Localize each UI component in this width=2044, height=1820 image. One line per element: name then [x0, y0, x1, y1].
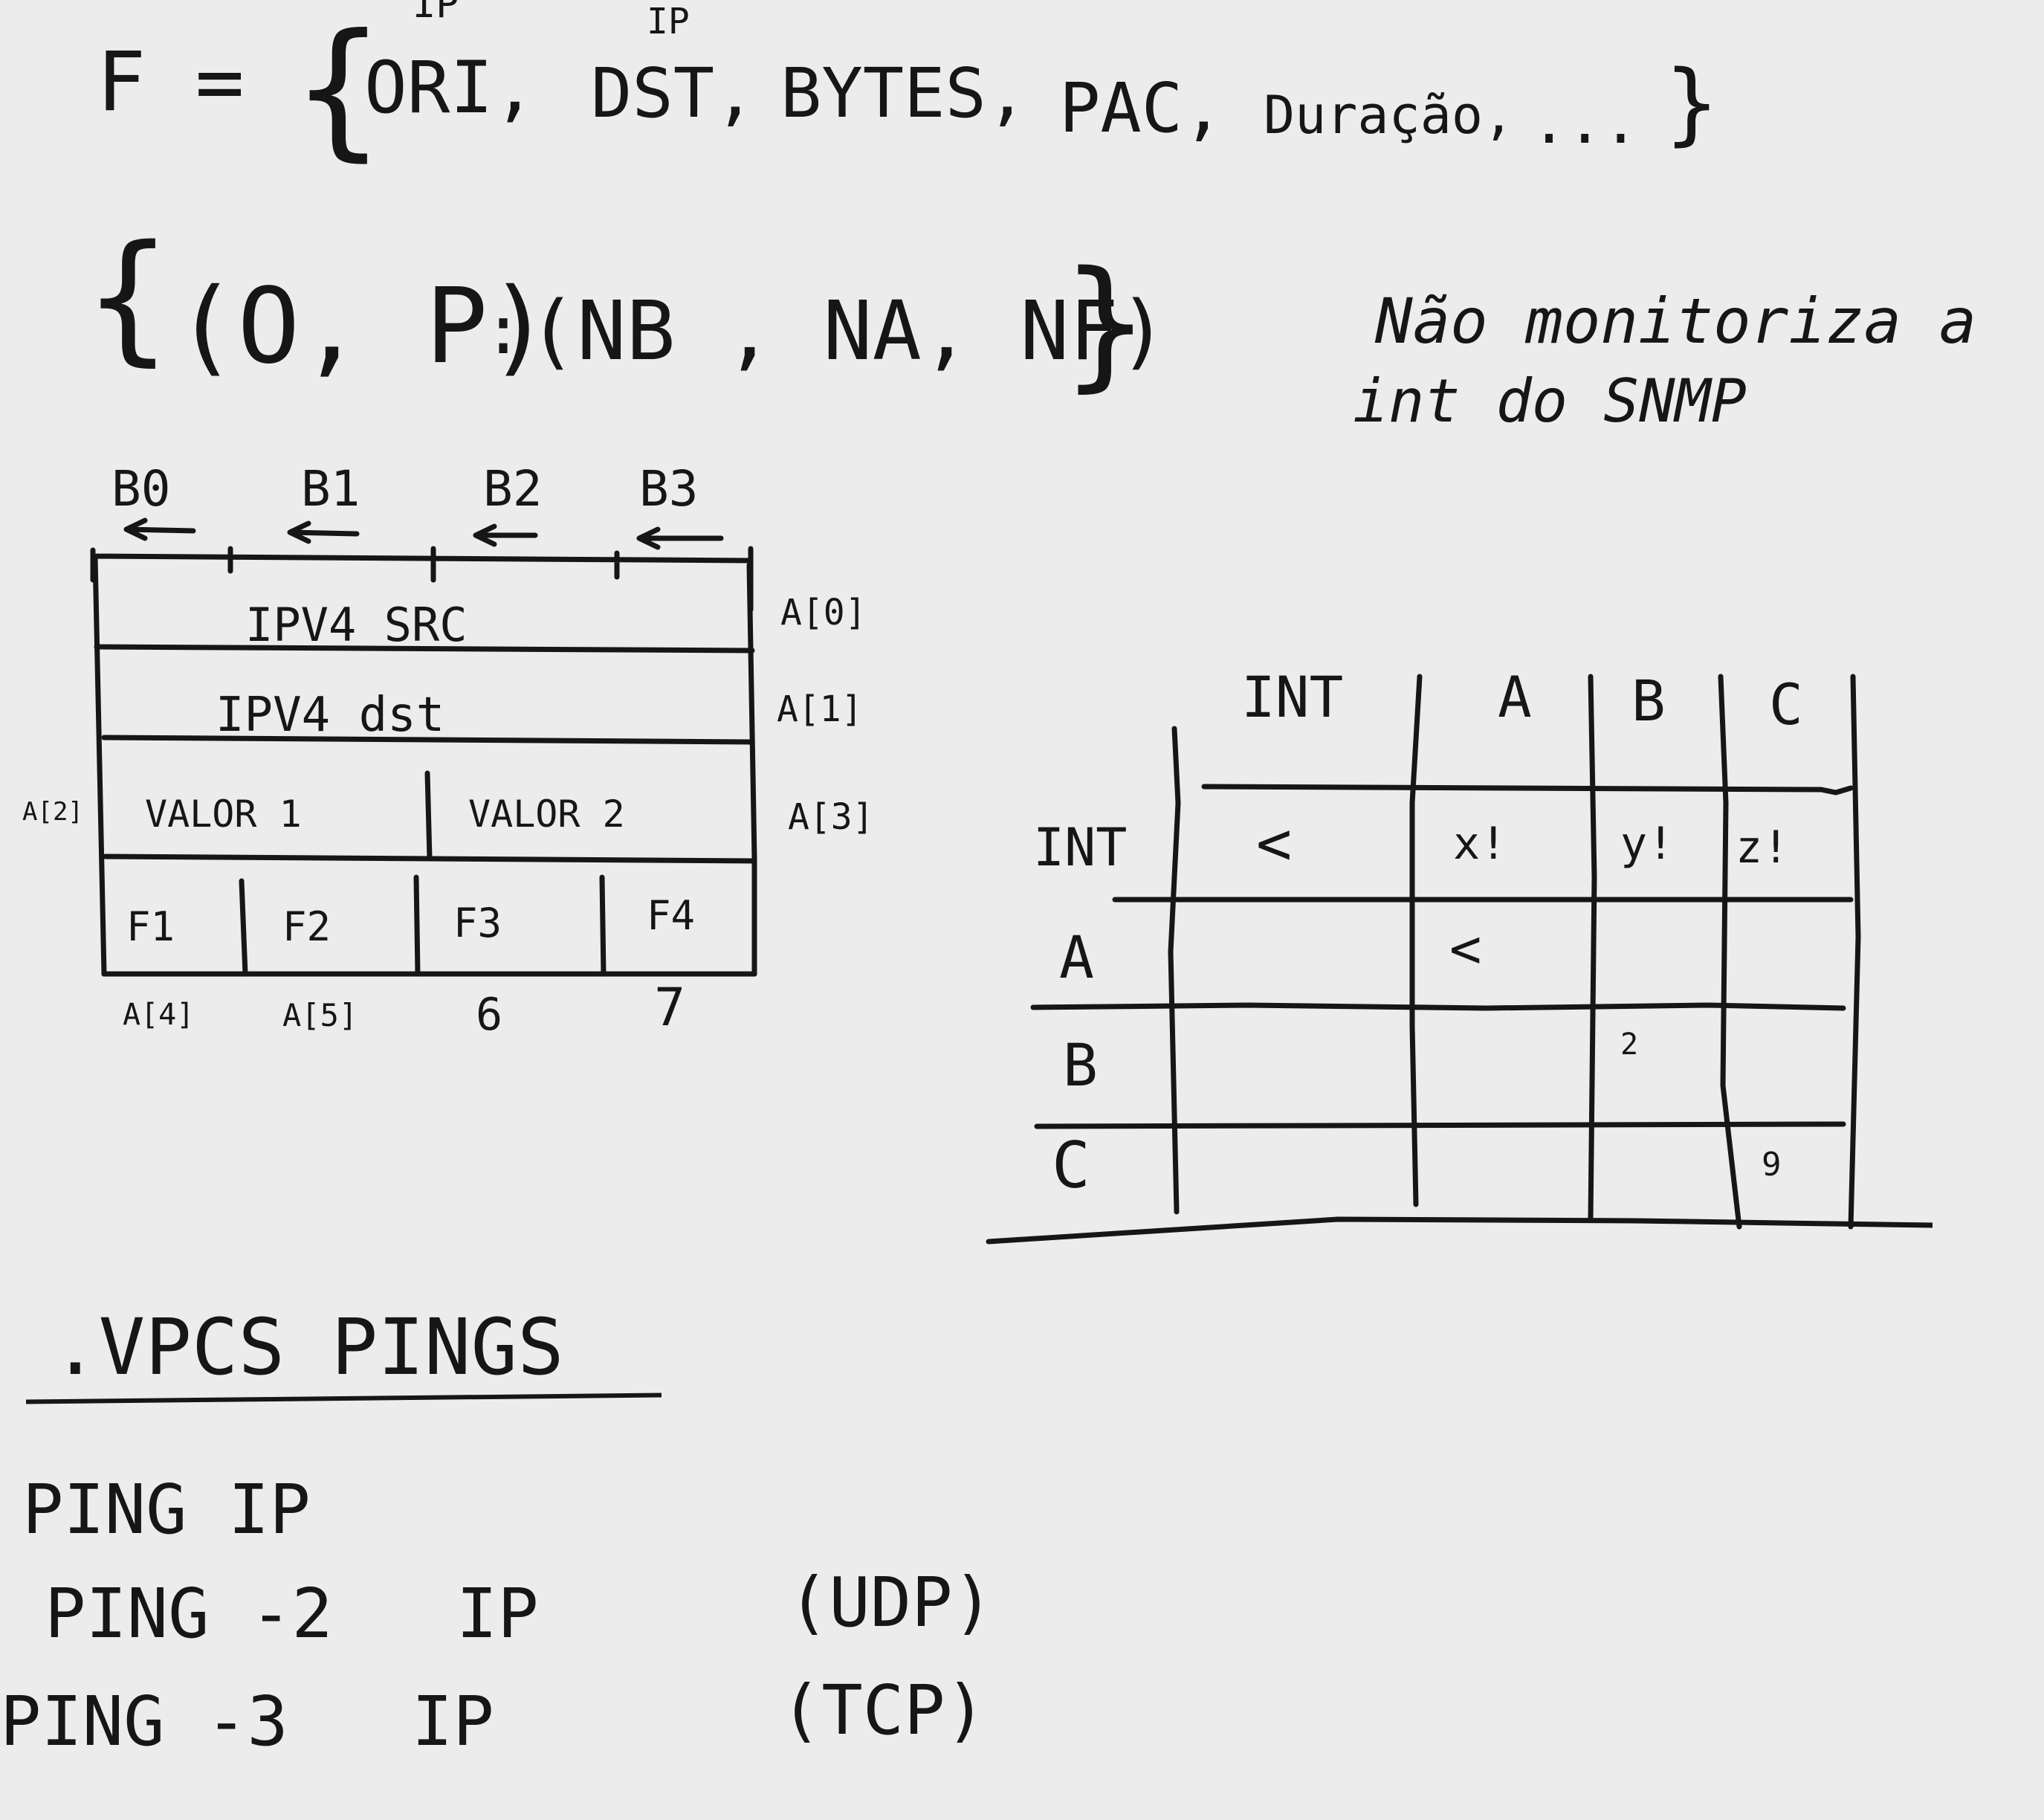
snmp-note-line1: Não monitoriza a: [1375, 285, 1977, 358]
matrix-col-a: A: [1498, 664, 1532, 730]
ping-line-1-cmd: PING IP: [22, 1470, 311, 1549]
matrix-cell-int-int: <: [1256, 809, 1293, 878]
byte-label-b1: B1: [301, 460, 360, 517]
formula-f-pac: PAC,: [1059, 68, 1224, 148]
byte-label-b0: B0: [111, 460, 171, 517]
byte-label-b2: B2: [483, 460, 543, 517]
row-label-a1: A[1]: [777, 688, 863, 730]
ping-line-2-cmd: PING -2 IP: [45, 1574, 539, 1653]
formula-pair-close-brace: }: [1063, 241, 1148, 405]
matrix-cell-b-b: 2: [1620, 1027, 1639, 1062]
formula-pair-value: (NB , NA, NF): [528, 283, 1168, 378]
matrix-row-int: INT: [1033, 817, 1128, 878]
bottom-label-a4: A[4]: [123, 998, 195, 1032]
matrix-cell-int-c: z!: [1736, 822, 1790, 874]
bottom-label-6: 6: [476, 989, 503, 1041]
matrix-row-a: A: [1059, 925, 1094, 992]
row-ipv4-dst: IPV4 dst: [216, 688, 445, 743]
ori-ip-label: IP: [413, 0, 459, 27]
row-label-a3: A[3]: [788, 796, 874, 838]
row-valor2: VALOR 2: [468, 793, 625, 836]
formula-f-bytes: BYTES,: [780, 54, 1028, 133]
ping-line-3-cmd: PING -3 IP: [0, 1682, 494, 1761]
formula-f-lhs: F =: [97, 34, 245, 129]
byte-label-b3: B3: [639, 460, 699, 517]
formula-pair-colon: :: [483, 291, 524, 370]
formula-f-ellipsis: ...: [1531, 88, 1639, 157]
matrix-cell-int-b: y!: [1620, 818, 1675, 870]
vpcs-title: .VPCS PINGS: [52, 1302, 564, 1393]
row-label-a2: A[2]: [22, 797, 83, 827]
ping-line-2-proto: (UDP): [788, 1563, 994, 1642]
snmp-note-line2: int do SNMP: [1353, 367, 1747, 436]
formula-pair-key: (O, P): [175, 266, 551, 387]
matrix-col-c: C: [1769, 671, 1803, 738]
formula-f-open-brace: {: [294, 2, 384, 175]
field-f2: F2: [282, 903, 331, 950]
matrix-cell-a-a: <: [1449, 917, 1482, 980]
row-ipv4-src: IPV4 SRC: [245, 598, 468, 652]
matrix-cell-int-a: x!: [1453, 818, 1507, 870]
matrix-col-b: B: [1631, 668, 1666, 734]
packet-frame: [90, 517, 757, 977]
matrix-grid: [986, 674, 1933, 1245]
formula-f-duracao: Duração,: [1264, 85, 1515, 146]
vpcs-title-underline: [25, 1393, 662, 1404]
bottom-label-7: 7: [654, 977, 686, 1038]
formula-f-ori: ORI,: [364, 46, 537, 129]
row-valor1: VALOR 1: [145, 793, 302, 836]
formula-pair-open-brace: {: [85, 215, 171, 379]
matrix-col-int: INT: [1241, 664, 1344, 730]
row-label-a0: A[0]: [780, 592, 867, 633]
matrix-row-c: C: [1052, 1129, 1090, 1203]
field-f1: F1: [126, 903, 175, 950]
field-f4: F4: [647, 892, 696, 939]
matrix-row-b: B: [1063, 1033, 1098, 1100]
formula-f-close-brace: }: [1665, 52, 1719, 155]
bottom-label-a5: A[5]: [282, 997, 358, 1033]
dst-ip-label: IP: [647, 1, 690, 42]
ping-line-3-proto: (TCP): [780, 1671, 986, 1750]
field-f3: F3: [453, 900, 502, 946]
matrix-cell-c-c: 9: [1762, 1146, 1782, 1184]
formula-f-dst: DST,: [591, 54, 756, 133]
